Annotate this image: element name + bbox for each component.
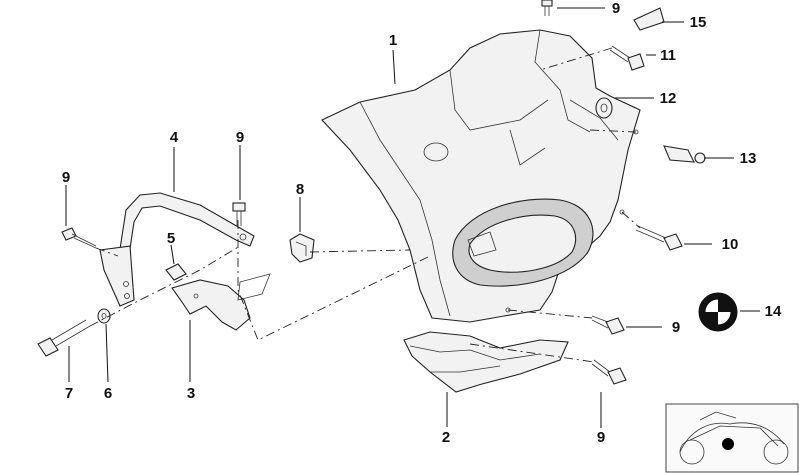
callout-6: 6	[104, 385, 112, 402]
screw-9-left	[61, 227, 97, 249]
spacer-5	[165, 263, 187, 281]
locator-thumbnail	[665, 403, 799, 473]
screw-9-top	[541, 0, 553, 16]
callout-9-right-lower: 9	[597, 429, 605, 446]
callout-1: 1	[389, 32, 397, 49]
trim-panel-part-1	[321, 29, 641, 323]
screw-9-right-lower	[591, 359, 627, 385]
callout-9-left: 9	[62, 169, 70, 186]
callout-3: 3	[187, 385, 195, 402]
callout-5: 5	[167, 230, 175, 247]
washer-6	[97, 308, 111, 324]
callout-12: 12	[660, 90, 677, 107]
bolt-10	[635, 225, 683, 251]
callout-9-upper-middle: 9	[236, 129, 244, 146]
callout-10: 10	[722, 236, 739, 253]
callout-7: 7	[65, 385, 73, 402]
washer-12	[595, 97, 613, 119]
bracket-part-3	[171, 273, 271, 331]
lower-cover-part-2	[403, 331, 569, 393]
callout-11: 11	[660, 47, 676, 64]
callout-13: 13	[740, 150, 757, 167]
callout-14: 14	[765, 303, 782, 320]
callout-9-right-middle: 9	[672, 319, 680, 336]
callout-9-top: 9	[612, 0, 620, 17]
screw-9-upper-middle	[232, 202, 246, 226]
support-bracket-part-4	[99, 192, 255, 307]
screw-9-right-middle	[591, 315, 625, 335]
leader-lines	[65, 7, 760, 428]
label-15	[633, 7, 665, 31]
fastener-13	[663, 145, 706, 164]
callout-15: 15	[690, 14, 707, 31]
assembly-lines	[89, 47, 641, 363]
callout-8: 8	[296, 181, 304, 198]
bolt-7	[37, 319, 91, 357]
callouts: 1 2 3 4 5 6 7 8 9 9 9 9 9 10 11 12 13 14…	[62, 0, 782, 446]
clip-part-8	[289, 233, 315, 263]
locator-marker-icon	[722, 438, 734, 450]
emblem-part-14	[698, 292, 738, 332]
callout-2: 2	[442, 429, 450, 446]
bolt-11	[609, 45, 645, 71]
callout-4: 4	[170, 129, 179, 146]
